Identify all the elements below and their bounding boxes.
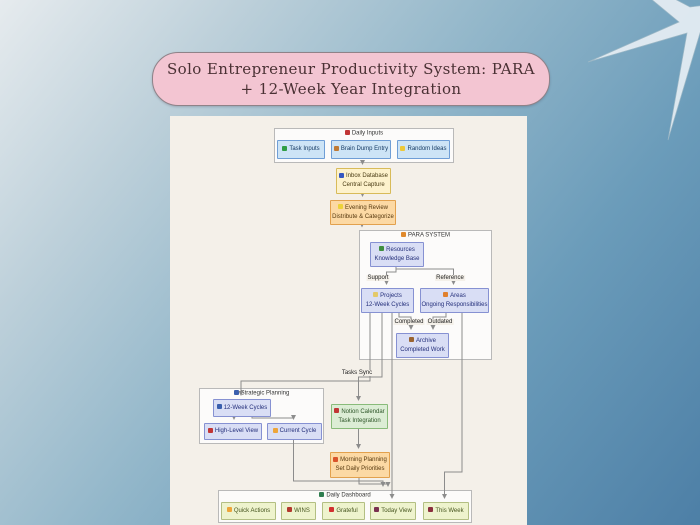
node-random-ideas: Random Ideas (397, 140, 450, 159)
strategic-planning-icon (233, 390, 239, 395)
section-para-system-label: PARA SYSTEM (360, 232, 491, 239)
quick-actions-icon (226, 507, 232, 513)
brain-dump-icon (333, 145, 339, 151)
task-inputs-icon (282, 145, 288, 151)
wins-icon (287, 507, 293, 513)
title-line-2: + 12-Week Year Integration (240, 80, 462, 98)
resources-icon (379, 246, 385, 252)
edge-label-outdated: Outdated (426, 319, 454, 325)
edge-label-support: Support (366, 275, 390, 281)
evening-review-icon (337, 204, 343, 210)
node-quick-actions: Quick Actions (221, 502, 276, 520)
daily-dashboard-icon (319, 492, 325, 497)
notion-calendar-icon (334, 408, 340, 414)
edge-label-tasks-sync: Tasks Sync (340, 370, 374, 376)
edge-label-reference: Reference (435, 275, 465, 281)
node-twelve-week-cycles: 12-Week Cycles (213, 399, 271, 417)
node-evening-review: Evening Review Distribute & Categorize (330, 200, 396, 225)
node-task-inputs: Task Inputs (277, 140, 325, 159)
node-current-cycle: Current Cycle (267, 423, 322, 440)
node-areas: Areas Ongoing Responsibilities (420, 288, 489, 313)
random-ideas-icon (400, 145, 406, 151)
title-line-1: Solo Entrepreneur Productivity System: P… (167, 59, 535, 78)
node-morning-planning: Morning Planning Set Daily Priorities (330, 452, 390, 478)
today-view-icon (374, 507, 380, 513)
current-cycle-icon (272, 427, 278, 433)
node-notion-calendar: Notion Calendar Task Integration (331, 404, 388, 429)
node-inbox-database: Inbox Database Central Capture (336, 168, 391, 194)
diagram-title: Solo Entrepreneur Productivity System: P… (152, 52, 550, 106)
section-daily-dashboard-label: Daily Dashboard (219, 492, 471, 499)
morning-planning-icon (333, 456, 339, 462)
daily-inputs-icon (344, 130, 350, 135)
node-brain-dump-entry: Brain Dump Entry (331, 140, 391, 159)
node-archive: Archive Completed Work (396, 333, 449, 358)
node-wins: WINS (281, 502, 316, 520)
grateful-icon (329, 507, 335, 513)
node-grateful: Grateful (322, 502, 365, 520)
node-high-level-view: High-Level View (204, 423, 262, 440)
edge-label-completed: Completed (393, 319, 425, 325)
section-daily-inputs-label: Daily Inputs (275, 130, 453, 137)
section-strategic-planning-label: Strategic Planning (200, 390, 323, 397)
para-system-icon (401, 232, 407, 237)
node-projects: Projects 12-Week Cycles (361, 288, 414, 313)
archive-icon (408, 337, 414, 343)
node-this-week: This Week (423, 502, 469, 520)
this-week-icon (428, 507, 434, 513)
node-today-view: Today View (370, 502, 416, 520)
areas-icon (443, 292, 449, 298)
high-level-view-icon (207, 427, 213, 433)
twelve-week-cycles-icon (216, 404, 222, 410)
node-resources: Resources Knowledge Base (370, 242, 424, 267)
projects-icon (373, 292, 379, 298)
inbox-database-icon (338, 172, 344, 178)
